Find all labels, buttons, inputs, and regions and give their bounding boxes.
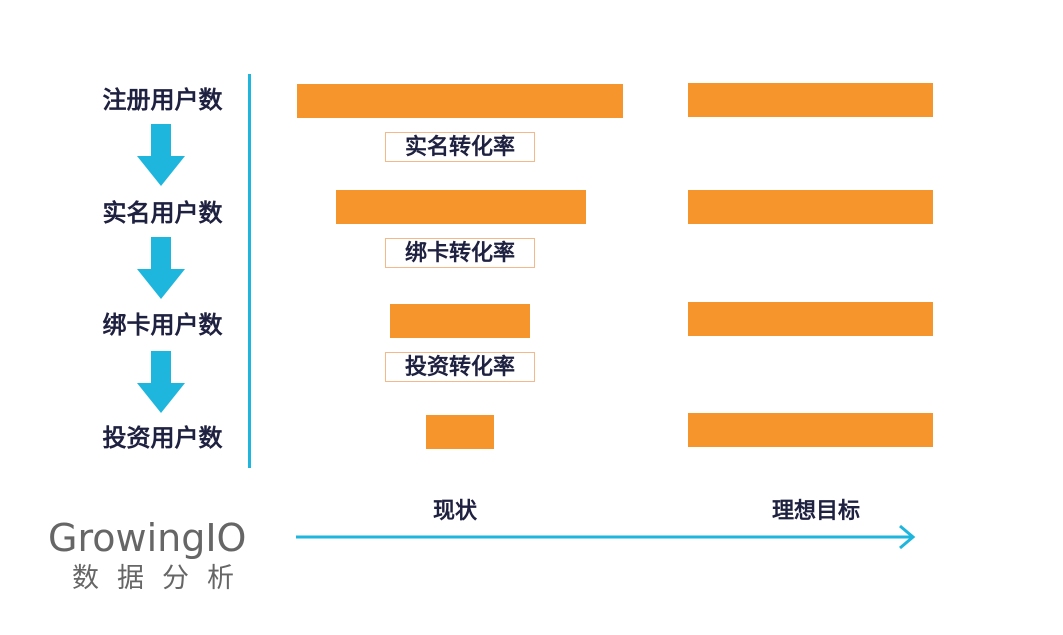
arrow-down-icon <box>137 351 185 413</box>
current-bar-registered <box>297 84 623 118</box>
axis-label-current: 现状 <box>433 499 478 524</box>
vertical-divider <box>248 74 251 468</box>
rate-box-investment: 投资转化率 <box>385 352 535 382</box>
target-bar-card-bound <box>688 302 933 336</box>
stage-label-verified: 实名用户数 <box>102 199 223 227</box>
stage-label-registered: 注册用户数 <box>102 86 223 114</box>
current-bar-card-bound <box>390 304 530 338</box>
stage-label-invested: 投资用户数 <box>102 424 223 452</box>
arrow-right-icon <box>296 524 916 550</box>
current-bar-invested <box>426 415 494 449</box>
arrow-down-icon <box>137 237 185 299</box>
arrow-down-icon <box>137 124 185 186</box>
target-bar-invested <box>688 413 933 447</box>
logo-subtitle: 数据分析 <box>72 563 252 594</box>
rate-box-verification: 实名转化率 <box>385 132 535 162</box>
current-bar-verified <box>336 190 586 224</box>
rate-box-card-binding: 绑卡转化率 <box>385 238 535 268</box>
target-bar-registered <box>688 83 933 117</box>
logo-wordmark: GrowingIO <box>48 516 247 560</box>
target-bar-verified <box>688 190 933 224</box>
stage-label-card-bound: 绑卡用户数 <box>102 311 223 339</box>
axis-label-target: 理想目标 <box>772 499 861 524</box>
